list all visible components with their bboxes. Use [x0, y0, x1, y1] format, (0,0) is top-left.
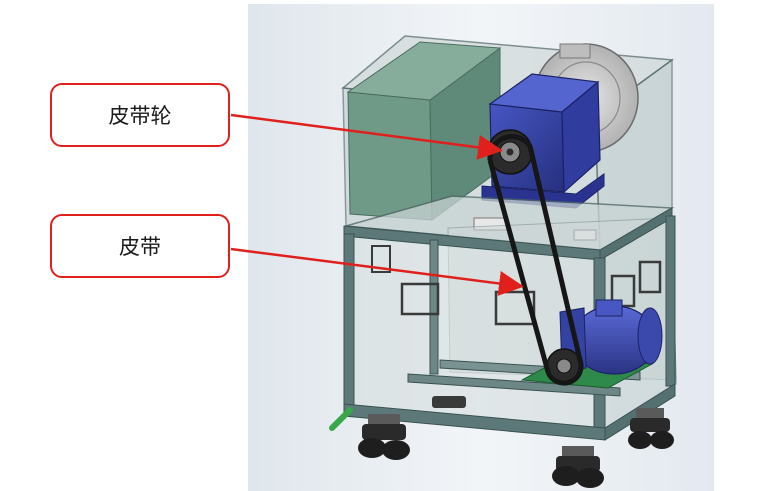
vent-left	[400, 282, 440, 316]
drum-cap	[559, 43, 591, 59]
belt-right-run	[527, 145, 583, 361]
gearbox-side	[561, 80, 601, 194]
upper-enclosure	[341, 35, 675, 252]
inner-panel-top	[346, 41, 502, 101]
drain-pipe	[329, 407, 353, 431]
vent-right-1	[610, 274, 636, 308]
motor-terminal-box	[595, 299, 623, 317]
vent-back-left	[371, 245, 391, 273]
belt-arrow	[230, 247, 524, 296]
inner-panel-front	[347, 91, 433, 221]
belt-bottom-wrap	[545, 359, 584, 386]
casters	[358, 396, 674, 488]
lower-frame	[329, 134, 677, 441]
vent-right-2	[638, 260, 662, 294]
post-back-right	[665, 215, 676, 387]
pulley-arrow	[230, 113, 503, 160]
lower-pulley-hub	[556, 358, 572, 374]
belt-left-run	[487, 159, 551, 373]
inner-base-rail	[407, 373, 621, 397]
motor-end-cap	[637, 307, 663, 365]
post-front-left	[343, 233, 355, 413]
pulley-callout-label: 皮带轮	[50, 83, 230, 147]
belt-callout-label: 皮带	[50, 214, 230, 278]
